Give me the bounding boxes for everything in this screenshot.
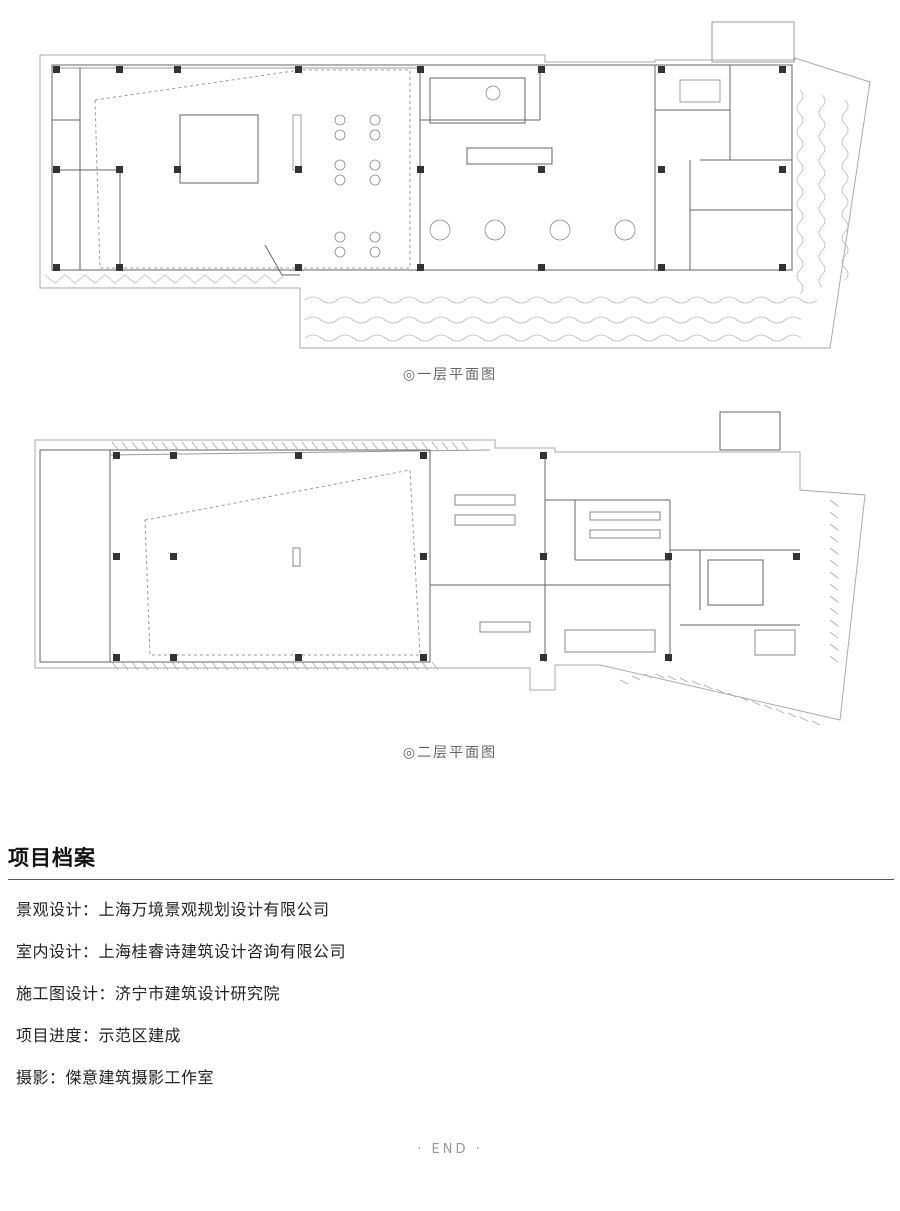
- project-status-info: 项目进度：示范区建成: [16, 1026, 182, 1045]
- construction-drawing-info: 施工图设计：济宁市建筑设计研究院: [16, 984, 281, 1003]
- first-floor-plan: [0, 0, 900, 365]
- photography-info: 摄影：傑意建筑摄影工作室: [16, 1068, 215, 1087]
- second-floor-caption: ◎二层平面图: [402, 745, 498, 761]
- end-mark: · END ·: [417, 1142, 483, 1157]
- second-floor-drawing: [34, 411, 866, 726]
- first-floor-drawing: [39, 21, 871, 349]
- first-floor-caption: ◎一层平面图: [402, 367, 498, 383]
- landscape-design-info: 景观设计：上海万境景观规划设计有限公司: [16, 900, 330, 919]
- second-floor-plan: [0, 400, 900, 735]
- section-divider: [8, 879, 894, 880]
- project-section-title: 项目档案: [8, 846, 96, 870]
- interior-design-info: 室内设计：上海桂睿诗建筑设计咨询有限公司: [16, 942, 347, 961]
